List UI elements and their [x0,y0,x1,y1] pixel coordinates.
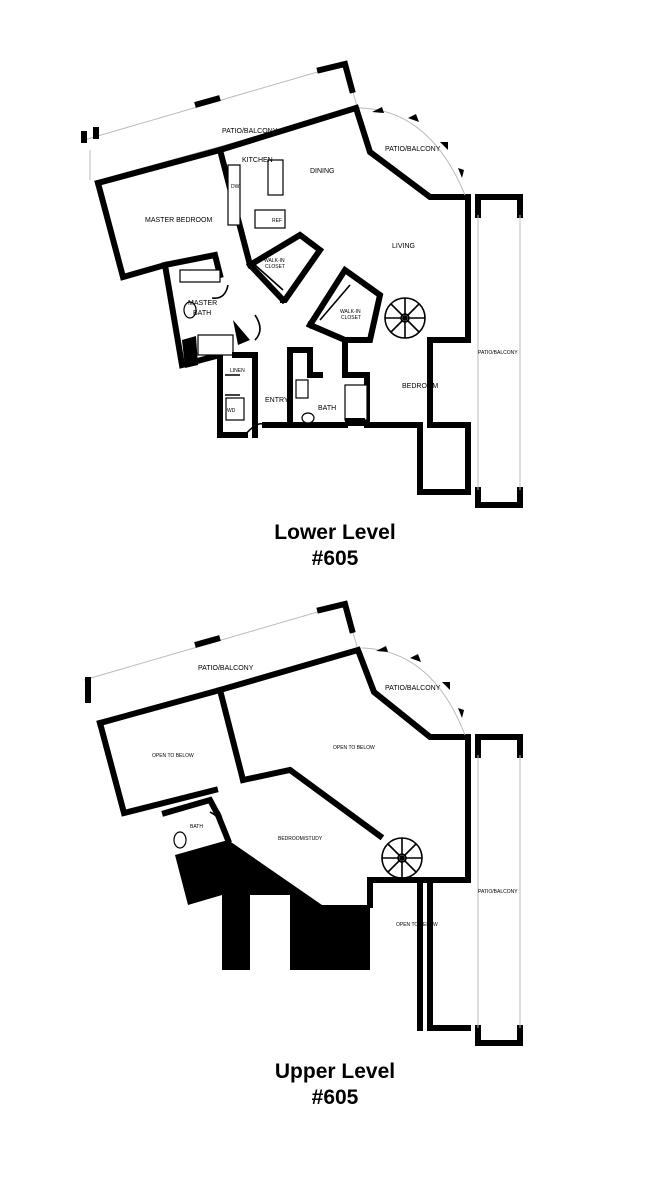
entry-label: ENTRY [265,397,289,404]
upper-patio-corner-label: PATIO/BALCONY [385,685,441,692]
lower-level-title: Lower Level [274,521,396,544]
upper-bath-label: BATH [190,824,203,830]
lower-patio-corner-label: PATIO/BALCONY [385,146,441,153]
walkin-closet-1-label-line1: WALK-IN [264,258,285,264]
open-to-below-left-label: OPEN TO BELOW [152,753,194,759]
upper-patio-top-label: PATIO/BALCONY [198,665,254,672]
master-bedroom-label: MASTER BEDROOM [145,217,212,224]
living-label: LIVING [392,243,415,250]
wd-label: WD [227,408,236,414]
bath-label: BATH [318,405,336,412]
upper-level-caption: Upper Level #605 [0,1059,670,1111]
master-bath-label-line2: BATH [193,310,211,317]
kitchen-label: KITCHEN [242,157,273,164]
walkin-closet-1-label-line2: CLOSET [265,264,285,270]
ref-label: REF [272,218,282,224]
lower-patio-right-label: PATIO/BALCONY [478,350,518,356]
open-to-below-center-label: OPEN TO BELOW [333,745,375,751]
linen-label: LINEN [230,368,245,374]
upper-level-title: Upper Level [274,1060,396,1083]
dining-label: DINING [310,168,335,175]
lower-level-unit: #605 [311,547,359,570]
master-bath-label-line1: MASTER [188,300,217,307]
bedroom-study-label: BEDROOM/STUDY [278,836,323,842]
walkin-closet-2-label-line1: WALK-IN [340,309,361,315]
upper-level-unit: #605 [311,1086,359,1109]
bedroom-label: BEDROOM [402,383,438,390]
lower-level-plan: PATIO/BALCONY PATIO/BALCONY PATIO/BALCON… [81,60,523,508]
lower-level-caption: Lower Level #605 [0,520,670,572]
upper-patio-right-label: PATIO/BALCONY [478,889,518,895]
walkin-closet-2-label-line2: CLOSET [341,315,361,321]
open-to-below-lower-label: OPEN TO BELOW [396,922,438,928]
upper-level-plan: PATIO/BALCONY PATIO/BALCONY PATIO/BALCON… [83,600,523,1046]
lower-patio-top-label: PATIO/BALCONY [222,128,278,135]
dw-label: DW [231,184,240,190]
